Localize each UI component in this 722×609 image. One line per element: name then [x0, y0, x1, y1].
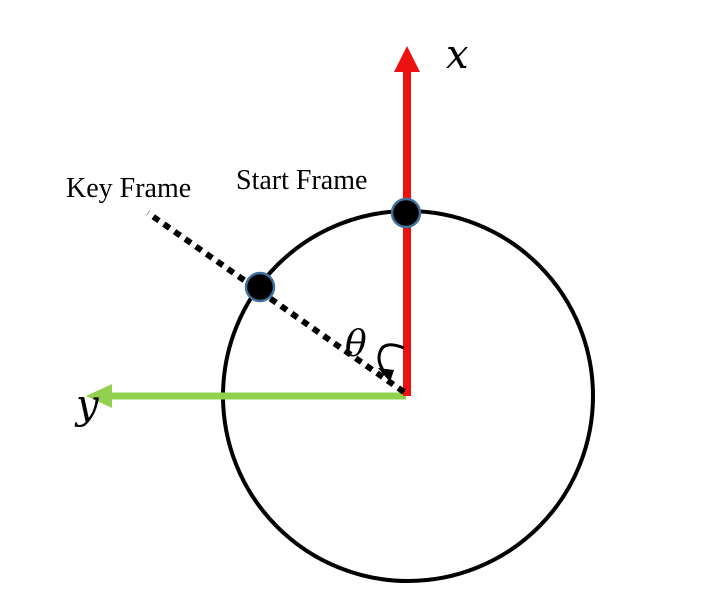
angle-theta-label: θ — [345, 324, 367, 365]
key-frame-label: Key Frame — [66, 173, 191, 204]
key-frame-direction-line — [146, 210, 406, 395]
y-axis-arrowhead — [86, 384, 112, 408]
x-axis-arrowhead — [394, 46, 420, 72]
y-axis-label: y — [74, 382, 100, 428]
x-axis-label: x — [446, 32, 469, 78]
key-frame-dot — [244, 271, 276, 303]
start-frame-dot — [390, 197, 422, 229]
angle-arc-arrowhead — [378, 368, 394, 382]
start-frame-label: Start Frame — [236, 165, 367, 196]
